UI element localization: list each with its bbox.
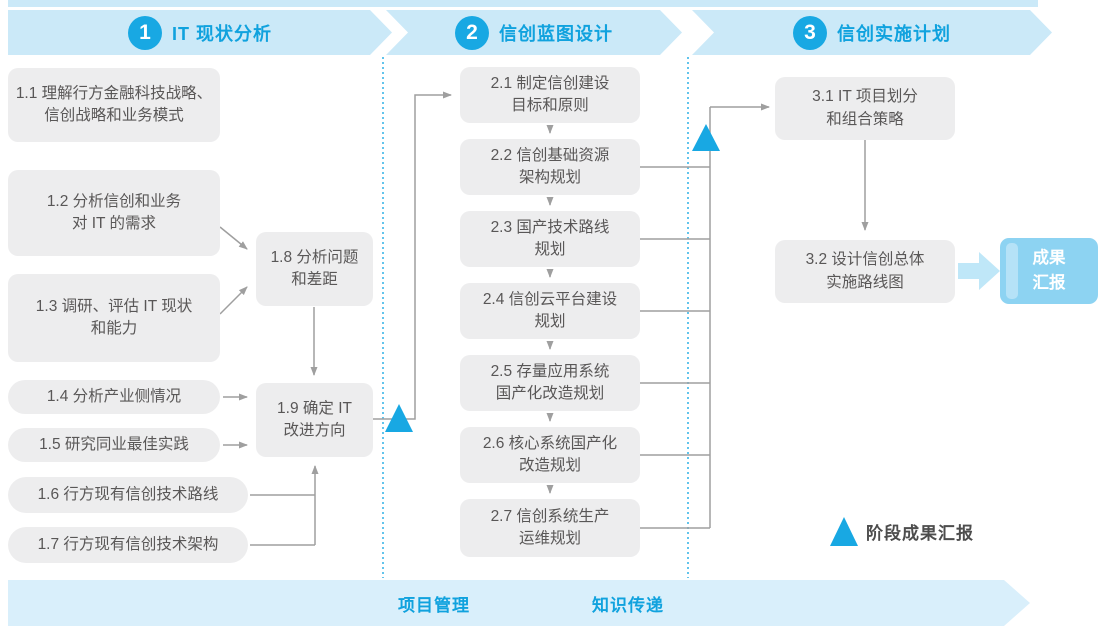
- phase-number-badge-3: 3: [793, 16, 827, 50]
- flow-box-1-9: 1.9 确定 IT 改进方向: [256, 383, 373, 457]
- flow-box-2-3: 2.3 国产技术路线 规划: [460, 211, 640, 267]
- phase-banner-2: 2 信创蓝图设计: [386, 10, 682, 55]
- phase-number-badge-1: 1: [128, 16, 162, 50]
- result-report-box: 成果 汇报: [1000, 238, 1098, 304]
- milestone-triangle-1: [385, 404, 413, 432]
- legend-label: 阶段成果汇报: [866, 523, 974, 543]
- flow-box-2-1: 2.1 制定信创建设 目标和原则: [460, 67, 640, 123]
- arrow-1-2-to-1-8: [219, 226, 248, 250]
- flow-box-1-6: 1.6 行方现有信创技术路线: [8, 477, 248, 513]
- flow-box-1-1: 1.1 理解行方金融科技战略、 信创战略和业务模式: [8, 68, 220, 142]
- big-arrow-icon: [958, 252, 1000, 290]
- project-management-label: 项目管理: [398, 595, 470, 615]
- flow-box-1-4: 1.4 分析产业侧情况: [8, 380, 220, 414]
- flow-box-1-5: 1.5 研究同业最佳实践: [8, 428, 220, 462]
- knowledge-transfer-label: 知识传递: [592, 595, 664, 615]
- bottom-process-banner: 项目管理 知识传递: [8, 580, 1030, 626]
- top-strip: [8, 0, 1038, 7]
- legend-triangle-icon: [830, 517, 858, 546]
- flow-box-2-4: 2.4 信创云平台建设 规划: [460, 283, 640, 339]
- phase-title-2: 信创蓝图设计: [499, 23, 613, 44]
- phase-title-3: 信创实施计划: [837, 23, 951, 44]
- flow-box-1-8: 1.8 分析问题 和差距: [256, 232, 373, 306]
- flow-box-1-7: 1.7 行方现有信创技术架构: [8, 527, 248, 563]
- phase-title-1: IT 现状分析: [172, 23, 272, 44]
- flow-box-1-3: 1.3 调研、评估 IT 现状 和能力: [8, 274, 220, 362]
- arrow-1-3-to-1-8: [219, 286, 248, 315]
- phase-number-badge-2: 2: [455, 16, 489, 50]
- flow-box-2-5: 2.5 存量应用系统 国产化改造规划: [460, 355, 640, 411]
- flow-box-2-6: 2.6 核心系统国产化 改造规划: [460, 427, 640, 483]
- flow-box-3-1: 3.1 IT 项目划分 和组合策略: [775, 77, 955, 140]
- flow-box-2-2: 2.2 信创基础资源 架构规划: [460, 139, 640, 195]
- phase-banner-3: 3 信创实施计划: [692, 10, 1052, 55]
- milestone-triangle-2: [692, 124, 720, 151]
- flow-box-3-2: 3.2 设计信创总体 实施路线图: [775, 240, 955, 303]
- arrow-1-9-to-2-1: [373, 91, 452, 420]
- flow-box-1-2: 1.2 分析信创和业务 对 IT 的需求: [8, 170, 220, 256]
- flow-box-2-7: 2.7 信创系统生产 运维规划: [460, 499, 640, 557]
- phase-banner-1: 1 IT 现状分析: [8, 10, 392, 55]
